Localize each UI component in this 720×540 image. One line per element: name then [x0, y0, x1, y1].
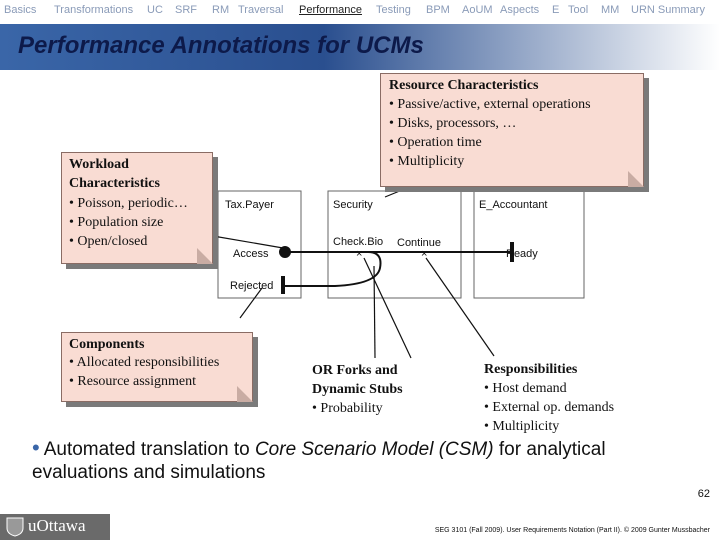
orforks-heading-2: Dynamic Stubs — [312, 382, 403, 397]
main-text-italic: Core Scenario Model (CSM) — [254, 439, 494, 460]
responsibilities-line: • Host demand — [484, 381, 567, 396]
responsibilities-note: Responsibilities • Host demand • Externa… — [484, 360, 614, 436]
main-bullet: •Automated translation to Core Scenario … — [32, 436, 702, 484]
main-text-part2: for analytical evaluations and simulatio… — [32, 439, 606, 483]
access-label: Access — [233, 248, 269, 260]
nav-mm[interactable]: MM — [601, 4, 620, 16]
rejected-label: Rejected — [230, 280, 274, 292]
workload-line: • Open/closed — [69, 234, 148, 249]
nav-traversal[interactable]: Traversal — [238, 4, 284, 16]
security-label: Security — [333, 199, 373, 211]
ready-end-bar — [510, 242, 514, 262]
nav-basics[interactable]: Basics — [4, 4, 37, 16]
note-fold — [237, 386, 253, 402]
note-fold — [628, 171, 644, 187]
components-arrow — [239, 287, 263, 319]
nav-testing[interactable]: Testing — [376, 4, 411, 16]
components-note: Components • Allocated responsibilities … — [61, 332, 253, 402]
nav-aoum[interactable]: AoUM — [462, 4, 493, 16]
workload-heading-1: Workload — [69, 157, 129, 172]
workload-heading-2: Characteristics — [69, 176, 160, 191]
responsibilities-arrow — [425, 257, 495, 357]
nav-urn-summary[interactable]: URN Summary — [631, 4, 705, 16]
resource-line: • Disks, processors, … — [389, 116, 517, 131]
nav-transformations[interactable]: Transformations — [54, 4, 134, 16]
title-bar: Performance Annotations for UCMs — [0, 24, 720, 70]
note-fold — [197, 248, 213, 264]
resource-line: • Operation time — [389, 135, 482, 150]
checkbio-responsibility-cross: × — [356, 248, 362, 260]
components-line: • Allocated responsibilities — [69, 355, 220, 370]
resource-characteristics-note: Resource Characteristics • Passive/activ… — [380, 73, 644, 187]
resource-line: • Passive/active, external operations — [389, 97, 591, 112]
workload-arrow — [212, 235, 284, 249]
university-crest-icon — [6, 517, 24, 537]
nav-uc[interactable]: UC — [147, 4, 163, 16]
workload-line: • Poisson, periodic… — [69, 196, 188, 211]
nav-aspects[interactable]: Aspects — [500, 4, 540, 16]
orforks-heading-1: OR Forks and — [312, 363, 398, 378]
ready-label: Ready — [506, 248, 538, 260]
main-text-part1: Automated translation to — [43, 439, 255, 460]
top-navigation: Basics Transformations UC SRF RM Travers… — [0, 0, 720, 22]
nav-tool[interactable]: Tool — [568, 4, 589, 16]
workload-line: • Population size — [69, 215, 164, 230]
university-logo-text: uOttawa — [28, 516, 86, 535]
continue-label: Continue — [397, 237, 442, 249]
responsibilities-heading: Responsibilities — [484, 362, 578, 377]
rejected-path — [282, 251, 382, 287]
orforks-note: OR Forks and Dynamic Stubs • Probability — [312, 361, 403, 418]
resource-arrow — [384, 187, 408, 198]
access-start-point — [279, 246, 291, 258]
nav-bpm[interactable]: BPM — [426, 4, 450, 16]
components-line: • Resource assignment — [69, 374, 196, 389]
page-title: Performance Annotations for UCMs — [18, 32, 424, 59]
rejected-end-bar — [281, 276, 285, 294]
orforks-arrow-1 — [373, 265, 376, 359]
footer-course-text: SEG 3101 (Fall 2009). User Requirements … — [434, 527, 710, 534]
page-number: 62 — [697, 488, 710, 500]
taxpayer-label: Tax.Payer — [225, 199, 274, 211]
components-heading: Components — [69, 337, 145, 352]
eaccountant-label: E_Accountant — [479, 199, 548, 211]
responsibilities-line: • External op. demands — [484, 400, 615, 415]
responsibilities-line: • Multiplicity — [484, 419, 560, 434]
checkbio-label: Check.Bio — [333, 236, 384, 248]
eaccountant-component-box — [473, 190, 585, 299]
security-component-box — [327, 190, 462, 299]
orforks-line: • Probability — [312, 401, 383, 416]
resource-heading: Resource Characteristics — [389, 78, 539, 93]
nav-e[interactable]: E — [552, 4, 560, 16]
nav-performance[interactable]: Performance — [299, 4, 362, 16]
bullet-dot: • — [32, 435, 40, 460]
continue-responsibility-cross: × — [421, 248, 427, 260]
nav-rm[interactable]: RM — [212, 4, 230, 16]
resource-line: • Multiplicity — [389, 154, 465, 169]
orforks-arrow-2 — [363, 257, 412, 359]
workload-characteristics-note: Workload Characteristics • Poisson, peri… — [61, 152, 213, 264]
nav-srf[interactable]: SRF — [175, 4, 197, 16]
